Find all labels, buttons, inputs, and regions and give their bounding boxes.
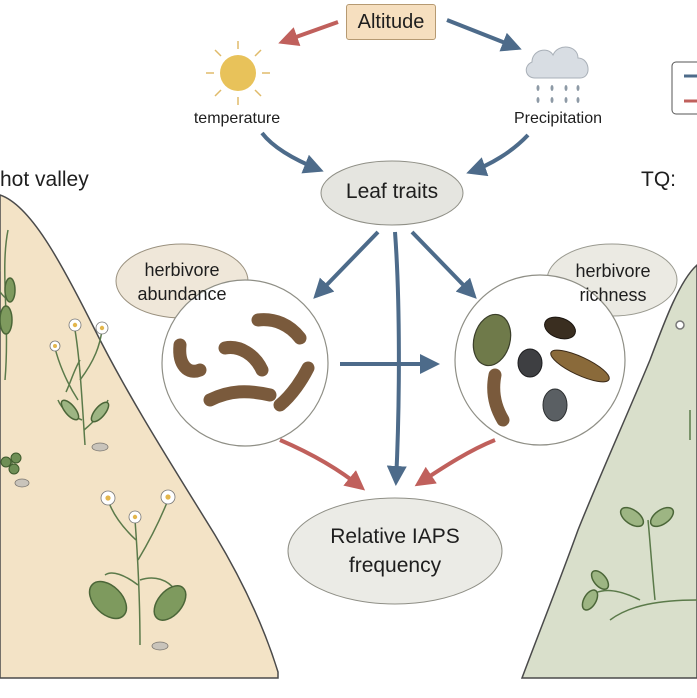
right-hill-plants: [581, 320, 697, 621]
herbivore-abundance-line-1: herbivore: [144, 260, 220, 280]
clover-icon: [0, 452, 22, 475]
relative-iaps-line-1: Relative IAPS: [330, 525, 460, 548]
arrow-abundance-iaps: [279, 438, 366, 491]
hot-valley-hill: [0, 194, 279, 679]
relative-iaps-line-2: frequency: [348, 554, 442, 577]
hot-valley-label: hot valley: [0, 168, 89, 191]
caterpillar-icon: [173, 313, 510, 427]
herbivore-abundance-label: herbivore abundance: [116, 258, 248, 306]
herbivore-richness-line-2: richness: [579, 285, 647, 305]
herbivore-richness-line-1: herbivore: [575, 261, 651, 281]
altitude-node: Altitude: [346, 4, 436, 40]
leaf-traits-node: [320, 160, 464, 226]
tq-label: TQ:: [641, 168, 676, 191]
beetle-icon: [472, 313, 610, 422]
herbivore-abundance-line-2: abundance: [137, 284, 227, 304]
arrow-leaf-richness: [410, 230, 477, 299]
arrow-precipitation-leaf: [466, 133, 530, 177]
relative-iaps-label: Relative IAPS frequency: [292, 522, 498, 580]
sun-icon: [206, 41, 270, 105]
herbivore-richness-label: herbivore richness: [548, 259, 678, 307]
leaf-traits-label: Leaf traits: [345, 180, 439, 203]
arrow-altitude-precipitation: [446, 18, 522, 52]
flower-icon: [49, 318, 176, 524]
pebbles: [14, 442, 169, 651]
altitude-label: Altitude: [357, 10, 425, 33]
arrow-temperature-leaf: [260, 131, 324, 174]
arrow-richness-iaps: [414, 438, 496, 487]
arrow-leaf-abundance: [313, 230, 380, 299]
arrow-altitude-temperature: [278, 20, 339, 47]
precipitation-label: Precipitation: [513, 110, 603, 127]
relative-iaps-node: [287, 497, 503, 605]
legend-fragment: [671, 61, 697, 115]
arrow-leaf-iaps: [386, 231, 407, 486]
rain-cloud-icon: [525, 46, 589, 103]
temperature-label: temperature: [193, 110, 281, 127]
